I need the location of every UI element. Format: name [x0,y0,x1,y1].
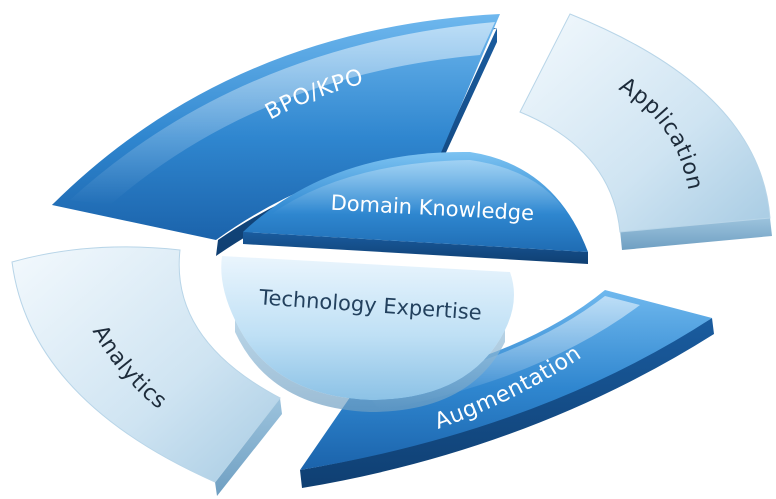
segment-analytics-side [215,398,282,496]
segment-application-side [620,218,772,250]
core-domain-knowledge-side [243,232,588,264]
core-technology-expertise-face [221,256,514,400]
core-domain-knowledge: Domain Knowledge [243,151,588,264]
segment-application-face [519,13,771,233]
segment-augmentation-side [300,318,714,488]
core-domain-knowledge-shine [270,160,568,215]
segment-augmentation-face [300,290,712,470]
core-technology-expertise: Technology Expertise [221,256,514,412]
segment-bpo-kpo-shine [70,22,495,205]
segment-application: Application [519,13,772,250]
segment-analytics-face [11,246,281,483]
segment-analytics: Analytics [11,246,282,496]
core-technology-expertise-rim [235,320,505,412]
segment-bpo-kpo-face [52,14,500,240]
